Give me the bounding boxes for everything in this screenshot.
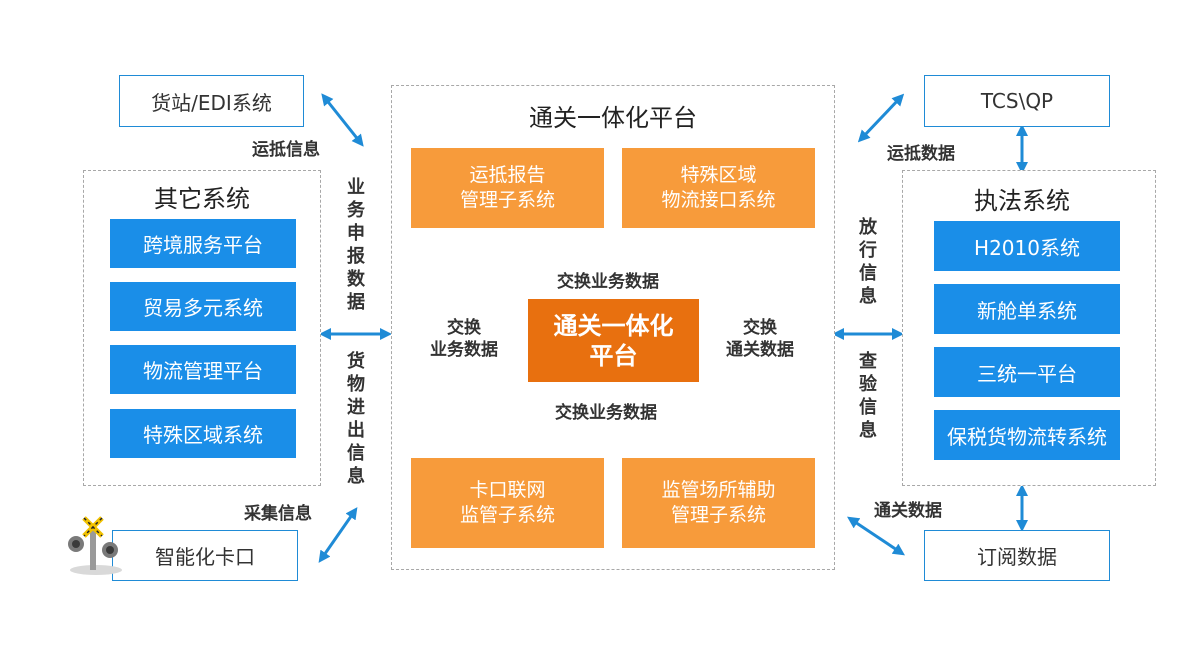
enforcement-system-item: 新舱单系统	[934, 284, 1120, 334]
exchange-label-right: 交换 通关数据	[726, 318, 794, 360]
platform-panel: 通关一体化平台 运抵报告 管理子系统 特殊区域 物流接口系统 卡口联网 监管子系…	[391, 85, 835, 570]
business-declaration-label: 业务申报数据	[347, 177, 365, 313]
platform-module: 特殊区域 物流接口系统	[622, 148, 815, 228]
enforcement-systems-group: 执法系统 H2010系统 新舱单系统 三统一平台 保税货物流转系统	[902, 170, 1156, 486]
enforcement-system-item: 三统一平台	[934, 347, 1120, 397]
smart-gate-label: 智能化卡口	[155, 545, 255, 569]
release-info-label: 放行信息	[859, 217, 877, 307]
edi-system-box: 货站/EDI系统	[119, 75, 304, 127]
platform-module: 运抵报告 管理子系统	[411, 148, 604, 228]
arrival-data-label: 运抵数据	[887, 144, 955, 164]
enforcement-system-item: H2010系统	[934, 221, 1120, 271]
platform-core: 通关一体化 平台	[528, 299, 699, 382]
other-systems-title: 其它系统	[154, 185, 250, 213]
exchange-label-bottom: 交换业务数据	[555, 403, 657, 423]
other-system-item: 特殊区域系统	[110, 409, 296, 458]
smart-gate-box: 智能化卡口	[112, 530, 298, 581]
subscription-label: 订阅数据	[977, 545, 1057, 569]
platform-module: 监管场所辅助 管理子系统	[622, 458, 815, 548]
collect-info-label: 采集信息	[244, 504, 312, 524]
other-system-item: 物流管理平台	[110, 345, 296, 394]
tcs-qp-label: TCS\QP	[980, 89, 1054, 113]
exchange-label-left: 交换 业务数据	[430, 318, 498, 360]
gate-barrier-icon	[68, 516, 122, 575]
inspection-info-label: 查验信息	[859, 351, 877, 441]
other-system-item: 贸易多元系统	[110, 282, 296, 331]
arrival-info-label: 运抵信息	[252, 140, 320, 160]
arrow-platform-to-subscription	[847, 516, 905, 556]
tcs-qp-box: TCS\QP	[924, 75, 1110, 127]
other-systems-group: 其它系统 跨境服务平台 贸易多元系统 物流管理平台 特殊区域系统	[83, 170, 321, 486]
subscription-box: 订阅数据	[924, 530, 1110, 581]
arrow-tcs-to-platform	[857, 93, 905, 143]
goods-in-out-label: 货物进出信息	[347, 351, 365, 487]
exchange-label-top: 交换业务数据	[557, 272, 659, 292]
edi-system-label: 货站/EDI系统	[151, 90, 272, 115]
enforcement-systems-title: 执法系统	[974, 187, 1070, 215]
enforcement-system-item: 保税货物流转系统	[934, 410, 1120, 460]
platform-module: 卡口联网 监管子系统	[411, 458, 604, 548]
arrow-edi-to-platform	[321, 93, 364, 147]
other-system-item: 跨境服务平台	[110, 219, 296, 268]
customs-data-label: 通关数据	[874, 501, 942, 521]
platform-panel-title: 通关一体化平台	[529, 104, 697, 132]
arrow-gate-to-platform	[318, 507, 358, 563]
